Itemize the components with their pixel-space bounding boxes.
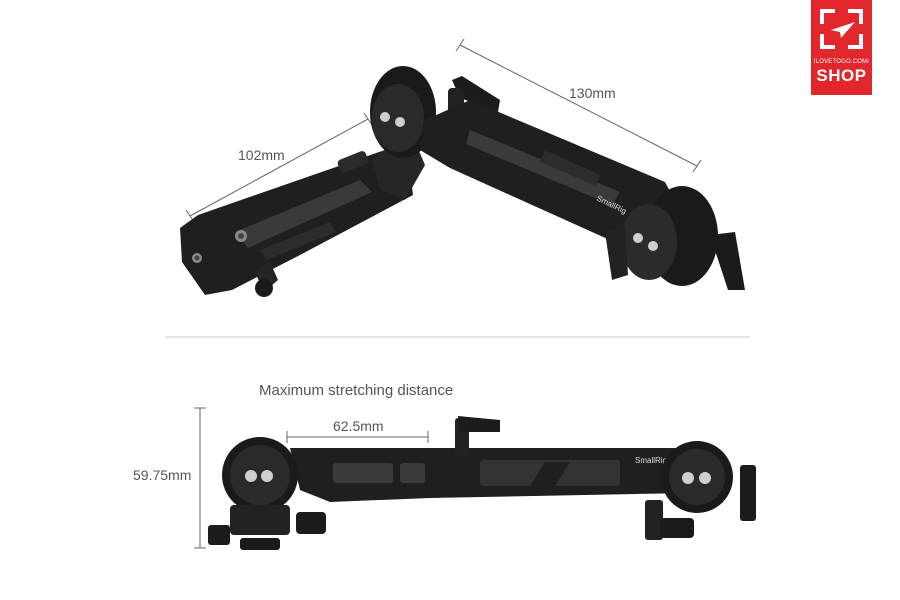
logo-url-text: ILOVETOGO.COM/ bbox=[813, 59, 870, 65]
shop-logo: ILOVETOGO.COM/ SHOP bbox=[811, 0, 872, 95]
short-arm bbox=[180, 130, 425, 297]
dimension-label-62-5: 62.5mm bbox=[333, 418, 384, 434]
dimension-line-horizontal bbox=[286, 431, 429, 443]
bottom-brand-mark: SmallRig bbox=[635, 456, 667, 465]
dimension-line-vertical bbox=[194, 407, 206, 549]
long-arm: SmallRig bbox=[420, 100, 680, 250]
dimension-label-59-75: 59.75mm bbox=[133, 467, 192, 483]
stretched-arm: SmallRig bbox=[290, 416, 700, 502]
hinge-joint-bottom-left bbox=[208, 437, 326, 550]
dimension-line-130 bbox=[455, 38, 702, 173]
dimension-label-130: 130mm bbox=[569, 85, 616, 101]
stretch-caption: Maximum stretching distance bbox=[259, 382, 454, 399]
dimension-label-102: 102mm bbox=[238, 147, 285, 163]
hinge-joint-top-left bbox=[370, 66, 436, 158]
hinge-joint-bottom-right bbox=[645, 441, 756, 540]
logo-mark-icon bbox=[820, 9, 863, 49]
logo-shop-text: SHOP bbox=[816, 66, 867, 85]
hinge-joint-top-right bbox=[605, 186, 745, 290]
